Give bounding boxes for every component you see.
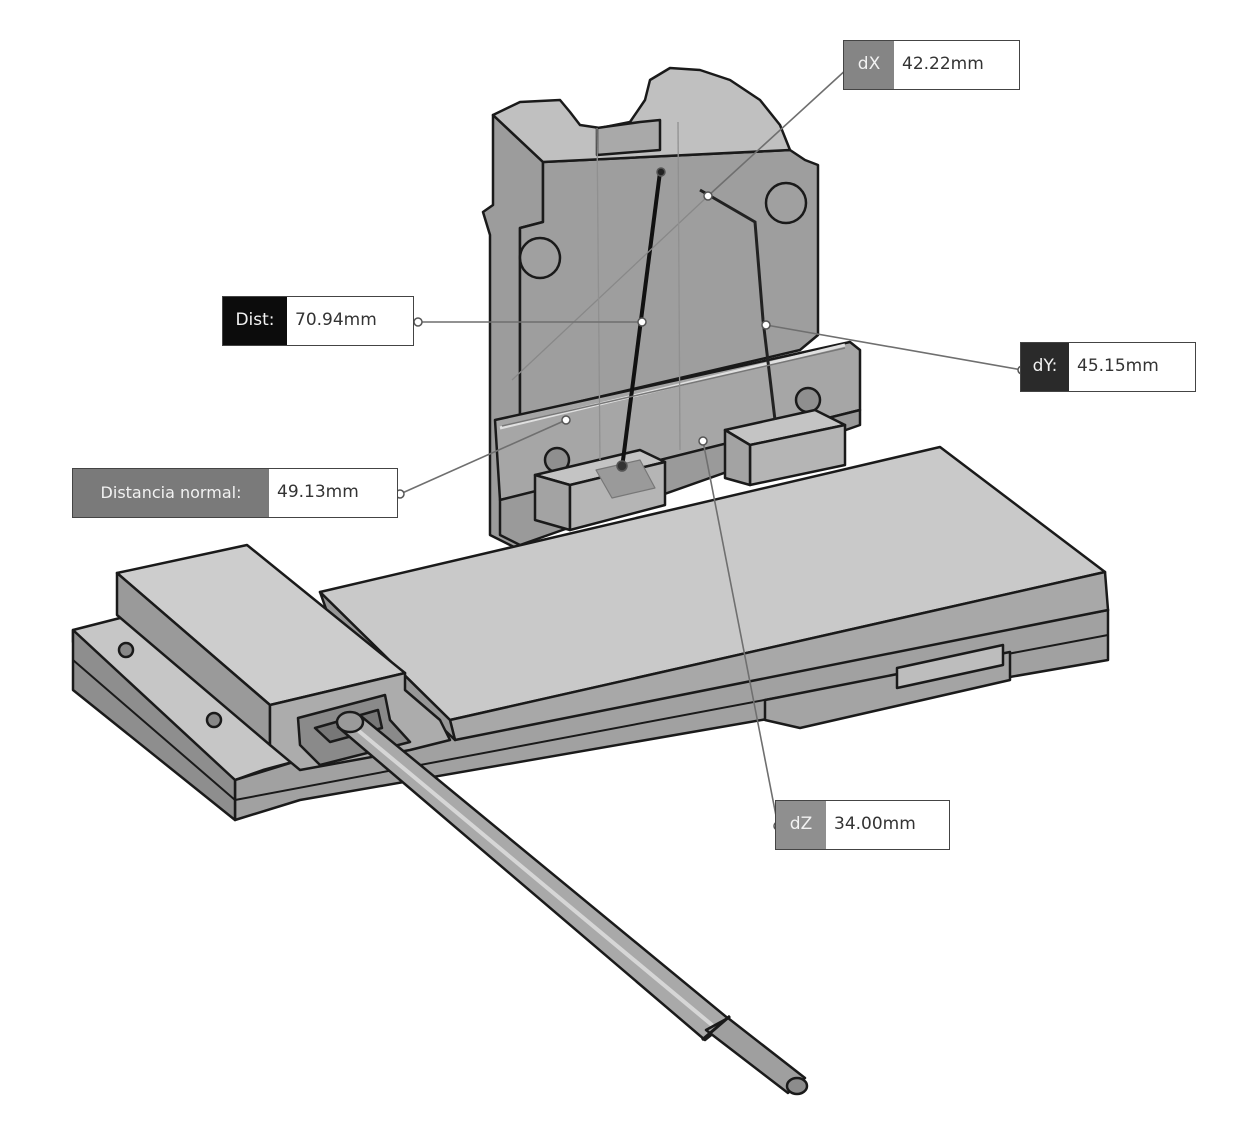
base-plate-left: [71, 628, 237, 822]
leader-lines: [399, 67, 1023, 827]
vertical-ref-line-2: [677, 121, 681, 451]
leader-dy: [765, 324, 1023, 371]
sliding-plate-slot: [895, 643, 1005, 690]
measurement-dz-value: 34.00mm: [834, 814, 916, 834]
normal-dist-line: [501, 347, 846, 427]
upright-jaw-hole-right: [764, 181, 808, 225]
leader-dz: [702, 440, 779, 827]
measurement-normal-distance-value: 49.13mm: [277, 482, 359, 502]
measurement-dy-label: dY:: [1021, 343, 1069, 391]
measurement-dy-tag[interactable]: dY: 45.15mm: [1020, 342, 1196, 392]
upright-jaw-block[interactable]: [481, 66, 862, 552]
measurement-dx-tag[interactable]: dX 42.22mm: [843, 40, 1020, 90]
endpoint-dn: [561, 415, 571, 425]
guide-blocks: [533, 408, 847, 532]
measurement-dz-tag[interactable]: dZ 34.00mm: [775, 800, 950, 850]
lead-screw-collar: [701, 1014, 731, 1042]
measurement-dx-label: dX: [844, 41, 894, 89]
point-bottom: [616, 460, 628, 472]
diagonal-ref-line: [511, 195, 709, 381]
base-band-hole-right: [794, 386, 822, 414]
base-plate-seam: [72, 659, 236, 801]
base-plate-hole-1: [117, 641, 135, 659]
upright-jaw-top-face: [491, 66, 792, 164]
upright-jaw-hole-left: [518, 236, 562, 280]
measurement-dy-value: 45.15mm: [1077, 356, 1159, 376]
base-plate-hole-2: [205, 711, 223, 729]
endpoint-dz: [698, 436, 708, 446]
measurement-dist-tag[interactable]: Dist: 70.94mm: [222, 296, 414, 346]
lead-screw-highlight: [346, 720, 720, 1032]
upright-jaw-base-band: [493, 340, 862, 502]
upright-jaw-slot: [595, 118, 662, 157]
measurement-normal-distance-label: Distancia normal:: [73, 469, 269, 517]
measurement-dz-label: dZ: [776, 801, 826, 849]
lead-screw-tip: [704, 1016, 807, 1095]
lead-screw-rod[interactable]: [335, 710, 809, 1096]
measurement-dx-value: 42.22mm: [902, 54, 984, 74]
measurement-dist-label: Dist:: [223, 297, 287, 345]
anchor-dist: [413, 317, 423, 327]
lead-screw-end-cap: [335, 710, 365, 734]
leader-dx: [707, 67, 849, 197]
measurement-normal-distance-tag[interactable]: Distancia normal: 49.13mm: [72, 468, 398, 518]
dy-measure-line: [699, 188, 777, 421]
endpoint-dx: [703, 191, 713, 201]
measurement-dist-value: 70.94mm: [295, 310, 377, 330]
vertical-ref-line: [596, 127, 601, 461]
point-top: [656, 167, 666, 177]
upright-jaw-front-face: [498, 148, 820, 430]
endpoint-dy: [761, 320, 771, 330]
lead-screw-tip-cap: [785, 1076, 809, 1096]
leader-dn: [399, 419, 567, 495]
endpoint-dist: [637, 317, 647, 327]
